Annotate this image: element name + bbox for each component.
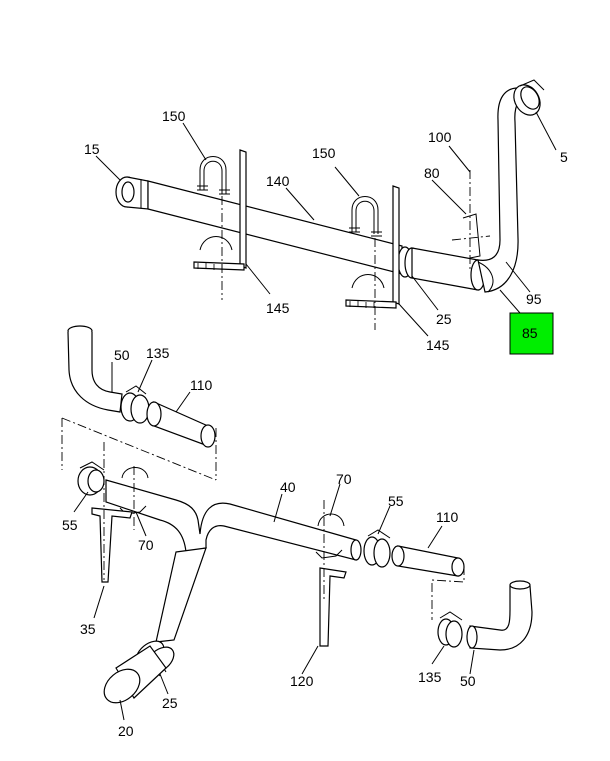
callout-150-right: 150 bbox=[312, 145, 336, 161]
part-140-main-pipe bbox=[147, 180, 403, 275]
callout-labels: 15 150 140 150 100 5 80 95 145 25 145 85… bbox=[62, 108, 568, 739]
part-135-left-clamp bbox=[120, 385, 150, 424]
callout-55-left: 55 bbox=[62, 517, 78, 533]
callout-50-left: 50 bbox=[114, 347, 130, 363]
part-120-bracket bbox=[319, 500, 347, 647]
callout-50-right: 50 bbox=[460, 673, 476, 689]
part-15-inlet-pipe bbox=[115, 176, 149, 210]
callout-70-left: 70 bbox=[138, 537, 154, 553]
callout-25-lower: 25 bbox=[162, 695, 178, 711]
part-110-right-pipe bbox=[391, 545, 465, 577]
callout-110-left: 110 bbox=[190, 377, 213, 393]
part-50-right-elbow bbox=[466, 580, 533, 651]
callout-35: 35 bbox=[80, 621, 96, 637]
part-135-right-clamp bbox=[437, 611, 463, 648]
part-20-tail-pipe bbox=[103, 645, 167, 704]
part-110-left-pipe bbox=[146, 401, 216, 448]
callout-25-upper: 25 bbox=[436, 311, 452, 327]
part-40-y-pipe bbox=[105, 479, 362, 643]
part-145-hanger-left bbox=[193, 149, 247, 300]
upper-assembly bbox=[95, 79, 557, 355]
callout-120: 120 bbox=[290, 673, 314, 689]
part-25-upper-coupler bbox=[397, 246, 486, 291]
callout-150-left: 150 bbox=[162, 108, 186, 124]
callout-55-right: 55 bbox=[388, 493, 404, 509]
part-95-riser-elbow bbox=[477, 87, 530, 293]
callout-80: 80 bbox=[424, 165, 440, 181]
callout-40: 40 bbox=[280, 479, 296, 495]
part-5-outlet-clamp bbox=[513, 79, 545, 116]
callout-145-right: 145 bbox=[426, 337, 450, 353]
callout-145-left: 145 bbox=[266, 300, 290, 316]
lower-assembly bbox=[61, 325, 533, 721]
part-50-left-elbow bbox=[67, 325, 123, 413]
callout-135-left: 135 bbox=[146, 345, 170, 361]
callout-15: 15 bbox=[84, 141, 100, 157]
callout-85: 85 bbox=[522, 325, 538, 341]
part-80-bracket bbox=[451, 170, 491, 270]
part-150-u-bolt-left bbox=[197, 156, 230, 195]
callout-5: 5 bbox=[560, 149, 568, 165]
callout-100: 100 bbox=[428, 129, 452, 145]
callout-135-right: 135 bbox=[418, 669, 442, 685]
callout-140: 140 bbox=[266, 173, 290, 189]
part-35-bracket bbox=[91, 442, 135, 583]
callout-20: 20 bbox=[118, 723, 134, 739]
part-55-left-clamp bbox=[77, 461, 105, 496]
callout-110-right: 110 bbox=[436, 509, 459, 525]
part-85-highlight bbox=[509, 312, 554, 355]
callout-70-right: 70 bbox=[336, 471, 352, 487]
part-55-right-clamp bbox=[363, 529, 391, 568]
part-150-u-bolt-right bbox=[349, 196, 382, 237]
callout-95: 95 bbox=[526, 291, 542, 307]
